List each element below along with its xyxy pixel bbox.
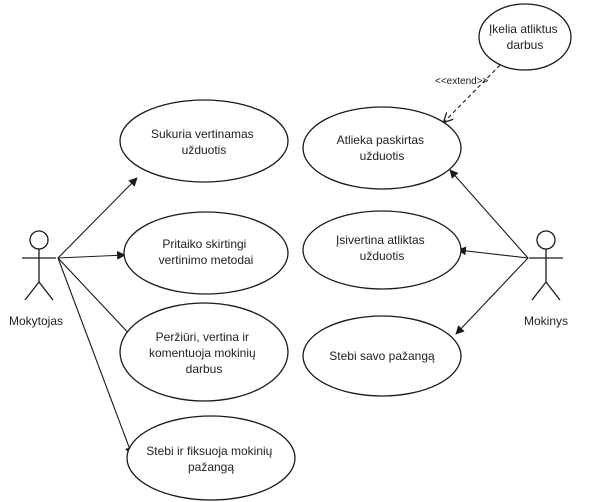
usecase-apply-methods: Pritaiko skirtingi vertinimo metodai xyxy=(123,211,289,295)
svg-text:Stebi ir fiksuoja mokinių: Stebi ir fiksuoja mokinių pažangą xyxy=(146,444,275,474)
svg-text:Įsivertina atliktas uždu: Įsivertina atliktas užduotis xyxy=(336,233,428,263)
assoc-teacher-review xyxy=(57,257,135,340)
svg-text:Atlieka paskirtas užduot: Atlieka paskirtas užduotis xyxy=(337,133,428,163)
usecase-upload-work-line1: Įkelia atliktus xyxy=(489,22,558,36)
svg-text:Įkelia atliktus darbus: Įkelia atliktus darbus xyxy=(489,22,561,52)
actor-student-label: Mokinys xyxy=(524,314,568,328)
extend-dashed-line xyxy=(444,59,506,122)
extend-relation: <<extend>> xyxy=(435,59,506,122)
usecase-create-tasks: Sukuria vertinamas užduotis xyxy=(119,99,289,183)
assoc-teacher-create xyxy=(57,177,138,259)
student-associations xyxy=(449,169,529,335)
usecase-self-assess-line1: Įsivertina atliktas xyxy=(336,233,425,247)
svg-text:Stebi savo pažangą: Stebi savo pažangą xyxy=(329,349,435,363)
actor-teacher: Mokytojas xyxy=(9,230,63,328)
usecase-complete-tasks-line1: Atlieka paskirtas xyxy=(337,133,424,147)
usecase-track-progress-line1: Stebi ir fiksuoja mokinių xyxy=(146,444,272,458)
svg-text:Sukuria vertinamas užduo: Sukuria vertinamas užduotis xyxy=(151,127,257,157)
actor-teacher-label: Mokytojas xyxy=(9,314,63,328)
actor-student: Mokinys xyxy=(524,230,568,328)
usecase-track-progress-line2: pažangą xyxy=(188,460,234,474)
assoc-teacher-track xyxy=(57,257,134,456)
usecase-complete-tasks: Atlieka paskirtas užduotis xyxy=(302,106,462,190)
teacher-associations xyxy=(57,177,138,456)
usecase-view-own-progress-line1: Stebi savo pažangą xyxy=(329,349,435,363)
assoc-teacher-apply xyxy=(57,250,126,260)
svg-text:Pritaiko skirtingi verti: Pritaiko skirtingi vertinimo metodai xyxy=(159,237,254,267)
usecase-review-work-line1: Peržiūri, vertina ir xyxy=(156,330,249,344)
usecase-track-progress: Stebi ir fiksuoja mokinių pažangą xyxy=(126,415,296,501)
assoc-student-selfassess xyxy=(457,246,529,259)
usecase-review-work-line3: darbus xyxy=(186,362,223,376)
usecase-apply-methods-line1: Pritaiko skirtingi xyxy=(162,237,246,251)
extend-label: <<extend>> xyxy=(435,76,489,87)
assoc-student-complete xyxy=(449,169,529,259)
usecase-upload-work-line2: darbus xyxy=(507,38,544,52)
usecase-complete-tasks-line2: užduotis xyxy=(360,149,405,163)
usecase-self-assess: Įsivertina atliktas užduotis xyxy=(302,210,462,290)
usecase-view-own-progress: Stebi savo pažangą xyxy=(302,315,462,397)
usecase-review-work: Peržiūri, vertina ir komentuoja mokinių … xyxy=(119,302,289,402)
usecase-apply-methods-line2: vertinimo metodai xyxy=(159,253,254,267)
usecase-self-assess-line2: užduotis xyxy=(360,249,405,263)
usecase-create-tasks-line1: Sukuria vertinamas xyxy=(151,127,254,141)
usecase-review-work-line2: komentuoja mokinių xyxy=(149,346,256,360)
svg-text:Peržiūri, vertina ir kom: Peržiūri, vertina ir komentuoja mokinių … xyxy=(149,330,259,376)
assoc-student-progress xyxy=(455,257,529,335)
usecase-create-tasks-line2: užduotis xyxy=(182,143,227,157)
usecase-upload-work: Įkelia atliktus darbus xyxy=(478,3,572,71)
